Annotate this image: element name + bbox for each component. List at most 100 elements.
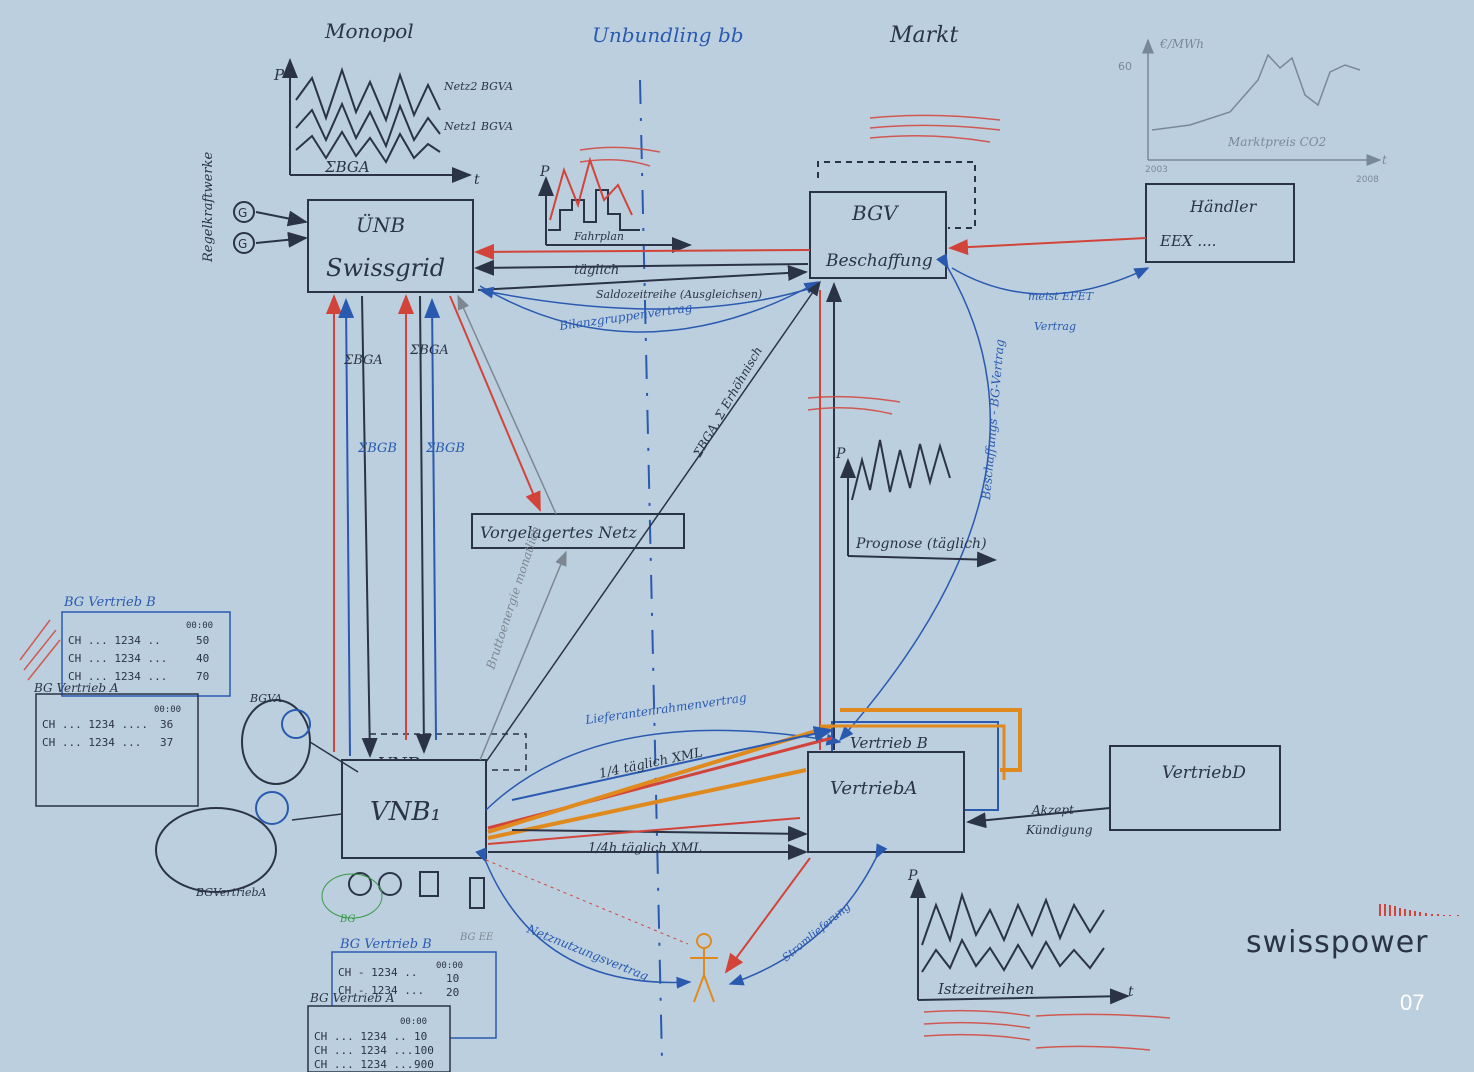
table-cell: 40 (196, 652, 209, 665)
flow-efet2: Vertrag (1034, 320, 1076, 333)
flow-xml-2: 1/4h täglich XML (588, 841, 702, 856)
vertrieb-a-box (807, 751, 965, 853)
generator-icon (233, 201, 255, 223)
bgv-line1: BGV (851, 201, 900, 225)
customer-figure (690, 933, 718, 1003)
table-cell: 10 (414, 1030, 427, 1043)
table-cell: CH ... 1234 ... (314, 1044, 413, 1057)
flow-ebga: ΣBGA, Σ Erhöhnisch (690, 344, 765, 460)
haendler-line2: EEX .... (1159, 232, 1216, 250)
table-cell: 70 (196, 670, 209, 683)
table-time: 00:00 (186, 621, 213, 631)
table-title: BG Vertrieb B (63, 595, 156, 610)
table-cell: CH ... 1234 ... (42, 736, 141, 749)
flow-sum-bgb-left: ΣBGB (357, 441, 397, 456)
table-cell: 10 (446, 972, 459, 985)
ist-p: P (907, 868, 918, 884)
markt-unit: €/MWh (1159, 37, 1204, 51)
group-bg: BG (339, 914, 356, 925)
haendler-box (1145, 183, 1295, 263)
table-bottom-b: BG Vertrieb B 00:00 CH - 1234 .. 10 CH -… (331, 937, 497, 1039)
left-groups: BGVA BGVertriebA BG BG EE (155, 692, 494, 943)
markt-2008: 2008 (1356, 175, 1379, 185)
table-cell: 50 (196, 634, 209, 647)
wind-icon (469, 877, 485, 909)
table-cell: 20 (446, 986, 459, 999)
table-title: BG Vertrieb A (309, 991, 395, 1005)
regel-label: Regelkraftwerke (201, 152, 216, 263)
monopol-netz2-label: Netz2 BGVA (443, 80, 513, 93)
group-bgee: BG EE (459, 932, 494, 943)
monopol-p-label: P (273, 66, 285, 84)
vnb1-label: VNB₁ (370, 797, 441, 827)
fahrplan-p: P (539, 164, 550, 180)
table-cell: CH - 1234 ... (338, 984, 424, 997)
red-annotations (19, 114, 1171, 1051)
table-time: 00:00 (154, 705, 181, 715)
prognose-p: P (835, 446, 846, 462)
prognose-chart: P Prognose (täglich) (835, 439, 997, 568)
flow-stromlieferung: Stromlieferung (780, 900, 853, 965)
flow-sum-bga-right: ΣBGA (409, 343, 449, 358)
monopol-netz1-label: Netz1 BGVA (443, 120, 513, 133)
markt-60: 60 (1118, 60, 1132, 73)
table-cell: 36 (160, 718, 173, 731)
solar-icon (419, 871, 439, 897)
table-bottom-a: BG Vertrieb A 00:00 CH ... 1234 .. 10 CH… (307, 991, 451, 1072)
table-cell: 37 (160, 736, 173, 749)
markt-t: t (1382, 153, 1387, 167)
table-cell: 900 (414, 1058, 434, 1071)
unbundling-divider (639, 79, 663, 1061)
markt-label: Marktpreis CO2 (1227, 135, 1326, 149)
top-flows: täglich Saldozeitreihe (Ausgleichsen) Bi… (474, 237, 1150, 333)
group-bgva: BGVA (249, 692, 282, 705)
flow-lieferanten: Lieferantenrahmenvertrag (583, 690, 747, 727)
table-title: BG Vertrieb B (339, 937, 432, 952)
brand-logo: swisspower (1246, 925, 1429, 960)
table-cell: 100 (414, 1044, 434, 1057)
customer-section: Netznutzungsvertrag Stromlieferung (475, 843, 888, 1003)
monopol-t-label: t (474, 172, 480, 188)
table-title: BG Vertrieb A (33, 681, 119, 695)
table-time: 00:00 (436, 961, 463, 971)
heading-markt: Markt (889, 23, 958, 48)
fahrplan-chart: P Fahrplan (538, 156, 692, 253)
table-cell: CH ... 1234 ... (68, 652, 167, 665)
unb-box (307, 199, 474, 293)
generator-icon (233, 232, 255, 254)
table-cell: CH - 1234 .. (338, 966, 417, 979)
regelkraftwerke: Regelkraftwerke G G (201, 152, 308, 263)
unb-line1: ÜNB (356, 212, 405, 237)
flow-sum-bgb-right: ΣBGB (425, 441, 465, 456)
vertrieb-d-box (1109, 745, 1281, 831)
vorgelagert-label: Vorgelagertes Netz (480, 523, 637, 542)
heading-unbundling: Unbundling bb (592, 23, 744, 47)
flow-kuendigung: Kündigung (1025, 823, 1093, 837)
vertrieb-b-label: Vertrieb B (850, 734, 928, 752)
vnb-vertrieb-flows: Lieferantenrahmenvertrag 1/4 täglich XML… (485, 690, 1111, 860)
vorgelagert-box (471, 513, 685, 549)
vertical-flows: ΣBGA ΣBGA ΣBGB ΣBGB Bruttoenergie monatl… (326, 294, 567, 761)
vertrieb-d-label: VertriebD (1162, 763, 1246, 783)
table-top-left-2: BG Vertrieb A 00:00 CH ... 1234 .... 36 … (33, 681, 199, 807)
haendler-line1: Händler (1189, 197, 1258, 216)
ist-label: Istzeitreihen (937, 980, 1034, 998)
table-cell: CH ... 1234 .. (68, 634, 161, 647)
table-cell: CH ... 1234 .. (314, 1030, 407, 1043)
flow-sum-bga-left: ΣBGA (343, 353, 383, 368)
ist-t: t (1128, 984, 1134, 1000)
marktpreis-chart: €/MWh 60 Marktpreis CO2 2003 2008 t (1118, 37, 1387, 185)
flow-akzept: Akzept (1031, 803, 1074, 817)
heading-monopol: Monopol (324, 19, 414, 43)
brand-marks (1378, 902, 1468, 918)
vertrieb-a-label: VertriebA (830, 778, 917, 799)
flow-netznutzung: Netznutzungsvertrag (524, 921, 651, 983)
monopol-chart: P t Netz2 BGVA Netz1 BGVA ΣBGA (273, 58, 513, 188)
flow-taeglich: täglich (574, 263, 619, 278)
table-cell: CH ... 1234 ... (68, 670, 167, 683)
generator-icon (378, 872, 402, 896)
page-number: 07 (1400, 990, 1425, 1015)
flow-brutto: Bruttoenergie monatlich (483, 524, 543, 672)
bgv-line2: Beschaffung (825, 251, 933, 271)
